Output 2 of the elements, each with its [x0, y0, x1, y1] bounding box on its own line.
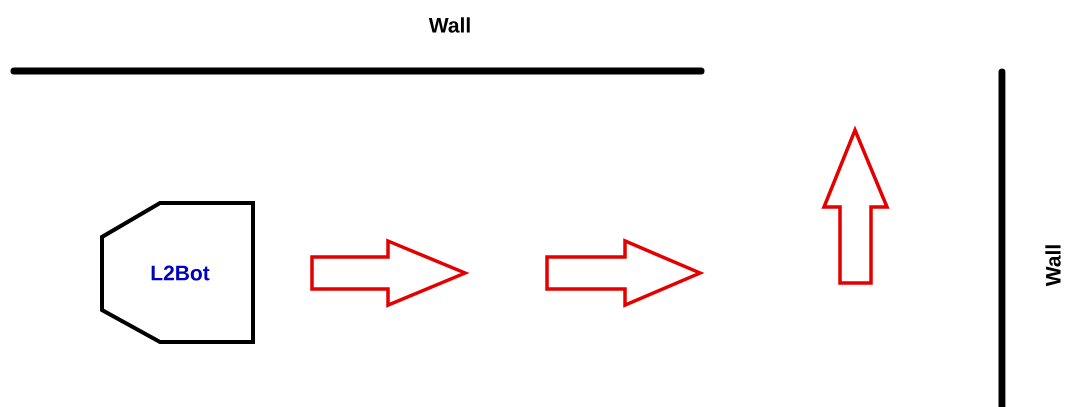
- wall-label: Wall: [1045, 245, 1061, 287]
- wall-label: Wall: [428, 17, 470, 33]
